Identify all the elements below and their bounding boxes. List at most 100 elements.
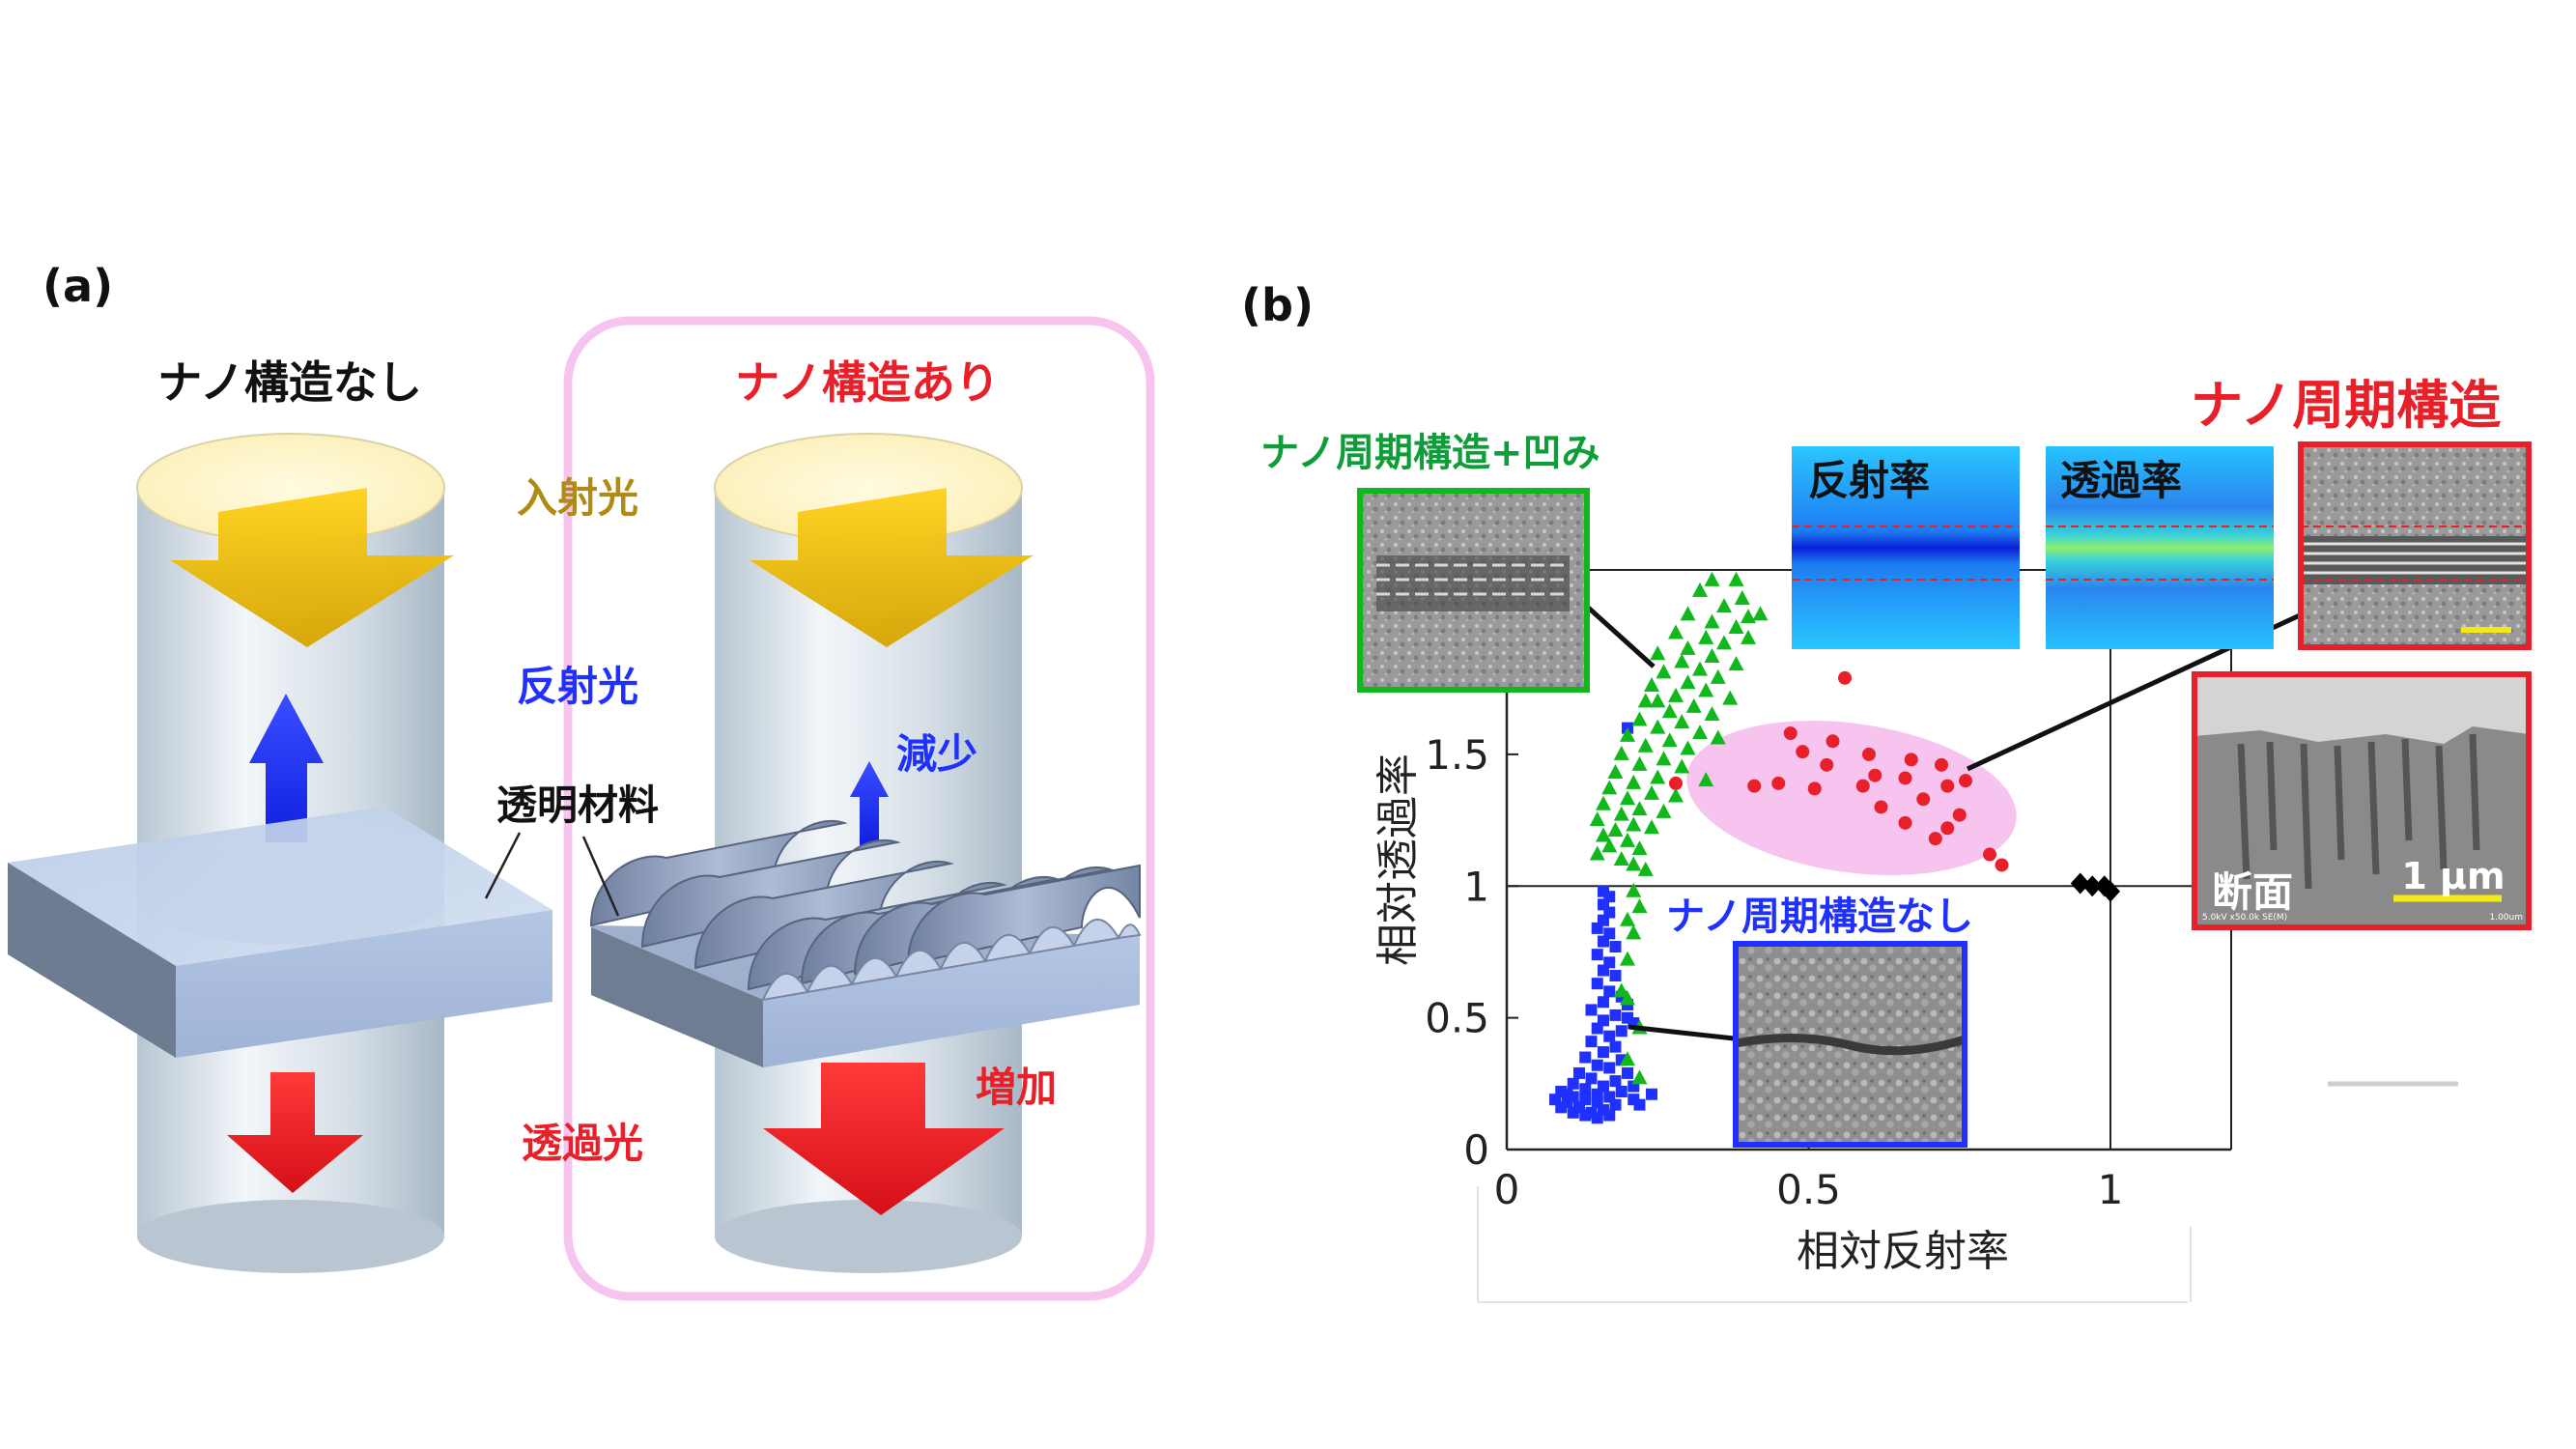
triangle-data-point (1692, 582, 1708, 597)
circle-data-point (1898, 815, 1912, 830)
transmittance-map (2046, 446, 2274, 649)
triangle-data-point (1613, 745, 1629, 760)
callout-none-label: ナノ周期構造なし (1666, 895, 1973, 939)
sem-image-cross-section (2192, 671, 2532, 930)
triangle-data-point (1668, 687, 1684, 702)
triangle-data-point (1680, 639, 1696, 655)
panel-b-label: (b) (1241, 279, 1314, 331)
triangle-data-point (1680, 674, 1696, 690)
sem-image-periodic (2298, 441, 2532, 650)
circle-data-point (1807, 781, 1822, 796)
circle-data-point (1820, 757, 1834, 772)
y-axis-label: 相対透過率 (1373, 753, 1423, 966)
square-data-point (1603, 985, 1616, 998)
ridge-group (589, 819, 1141, 991)
triangle-data-point (1710, 668, 1726, 684)
square-data-point (1598, 1046, 1609, 1059)
triangle-data-point (1674, 714, 1690, 729)
circle-data-point (1995, 858, 2009, 872)
x-tick-label: 1 (2098, 1166, 2124, 1213)
square-data-point (1603, 1109, 1616, 1122)
triangle-data-point (1680, 740, 1696, 755)
nanostructure-frame (563, 316, 1155, 1301)
y-tick-label: 0 (1463, 1126, 1489, 1174)
square-data-point (1603, 1030, 1616, 1042)
square-data-point (1579, 1109, 1592, 1122)
circle-data-point (1771, 776, 1786, 790)
left-transmitted-arrow (227, 1072, 363, 1193)
transmittance-map-label: 透過率 (2060, 457, 2182, 504)
square-data-point (1591, 922, 1603, 934)
triangle-data-point (1601, 780, 1618, 795)
triangle-data-point (1741, 609, 1756, 624)
square-data-point (1591, 978, 1603, 990)
square-data-point (1622, 1066, 1633, 1079)
triangle-data-point (1685, 697, 1702, 713)
diamond-data-point (2101, 880, 2120, 902)
panel-a: (a) ナノ構造なし ナノ構造あり (8, 260, 1155, 1301)
callout-line-periodic (1966, 594, 2341, 772)
sem-meta-label: 5.0kV x50.0k SE(M) (2202, 913, 2287, 923)
left-incident-arrow (170, 488, 454, 647)
periodic-structure-highlight (1686, 721, 2017, 875)
triangle-data-point (1601, 838, 1618, 853)
callout-dents-label: ナノ周期構造+凹み (1260, 431, 1600, 475)
square-data-point (1585, 1004, 1598, 1016)
circle-data-point (1862, 747, 1876, 761)
square-data-point (1609, 1009, 1622, 1021)
y-tick-label: 1 (1463, 863, 1489, 910)
triangle-data-point (1656, 803, 1672, 818)
triangle-data-point (1626, 816, 1642, 832)
triangle-data-point (1728, 656, 1744, 671)
square-data-point (1609, 941, 1622, 952)
triangle-data-point (1631, 840, 1648, 856)
scale-bar-label: 1 μm (2401, 855, 2505, 897)
right-transmitted-arrow (763, 1063, 1005, 1215)
triangle-data-point (1620, 790, 1635, 806)
incident-light-label: 入射光 (517, 474, 638, 522)
triangle-data-point (1631, 898, 1648, 914)
circle-data-point (1952, 808, 1967, 822)
triangle-data-point (1692, 661, 1708, 676)
triangle-data-point (1698, 629, 1714, 644)
left-flat-slab (8, 807, 552, 1058)
circle-data-point (1868, 768, 1882, 782)
triangle-data-point (1668, 624, 1684, 639)
triangle-data-point (1637, 861, 1654, 876)
square-data-point (1609, 1098, 1622, 1111)
circle-data-point (1747, 779, 1762, 793)
triangle-data-point (1626, 774, 1642, 789)
callout-periodic-label: ナノ周期構造 (2191, 375, 2501, 436)
triangle-data-point (1710, 729, 1726, 745)
sem-image-none (1733, 941, 1967, 1148)
triangle-data-point (1728, 571, 1744, 586)
square-data-point (1585, 1072, 1598, 1085)
triangle-data-point (1613, 851, 1629, 866)
triangle-data-point (1716, 598, 1732, 613)
triangle-data-point (1704, 613, 1720, 629)
title-without-nanostructure: ナノ構造なし (157, 356, 422, 409)
circle-data-point (1783, 726, 1798, 741)
triangle-data-point (1620, 951, 1635, 966)
right-reflected-arrow (850, 761, 889, 845)
square-data-point (1598, 935, 1609, 948)
right-corrugated-slab (589, 819, 1142, 1067)
triangle-data-point (1607, 822, 1624, 837)
triangle-data-point (1613, 982, 1629, 998)
triangle-data-point (1722, 690, 1739, 705)
sem-image-dents (1357, 488, 1590, 693)
reflectance-map-label: 反射率 (1808, 457, 1930, 504)
circle-data-point (1959, 774, 1972, 788)
triangle-data-point (1650, 645, 1666, 661)
increase-label: 増加 (976, 1064, 1057, 1111)
triangle-data-point (1656, 664, 1672, 679)
triangle-data-point (1698, 772, 1714, 787)
y-tick-label: 1.5 (1425, 731, 1489, 779)
triangle-data-point (1620, 911, 1635, 926)
triangle-data-point (1650, 693, 1666, 708)
circle-data-point (1940, 779, 1955, 793)
triangle-data-point (1674, 758, 1690, 774)
square-data-point (1609, 970, 1622, 981)
callout-line-dents (1583, 603, 1656, 668)
